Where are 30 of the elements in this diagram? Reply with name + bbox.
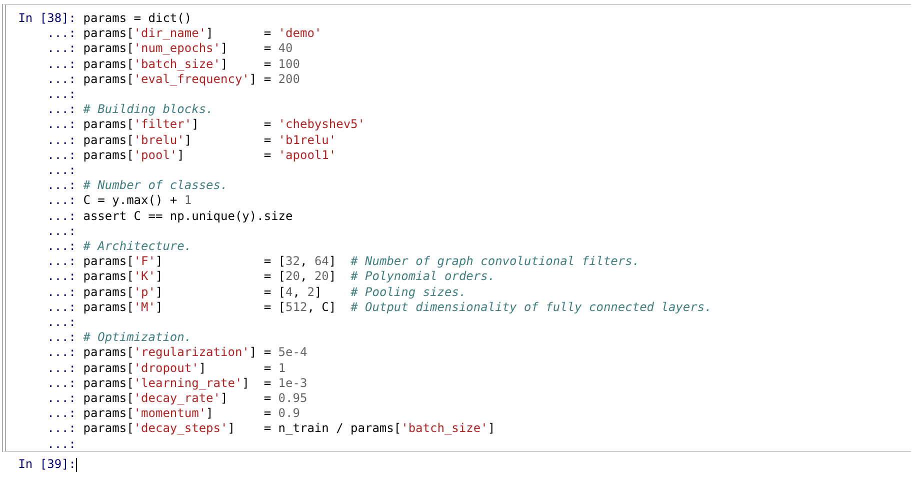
code-line: ...: bbox=[46, 436, 76, 452]
code-line: ...: params['filter'] = 'chebyshev5' bbox=[46, 117, 365, 133]
code-line: ...: params['eval_frequency'] = 200 bbox=[46, 72, 300, 88]
code-line: ...: params['batch_size'] = 100 bbox=[46, 56, 300, 72]
code-line: ...: params['M'] = [512, C] # Output dimensionality of fully connected layers. bbox=[46, 300, 712, 316]
code-line: ...: params['momentum'] = 0.9 bbox=[46, 406, 300, 422]
code-line: ...: params['K'] = [20, 20] # Polynomial orders. bbox=[46, 269, 496, 285]
input-prompt: In [39]: bbox=[17, 457, 76, 472]
code-line: ...: assert C == np.unique(y).size bbox=[46, 208, 293, 224]
code-line: ...: params['pool'] = 'apool1' bbox=[46, 148, 336, 164]
code-line: ...: params['brelu'] = 'b1relu' bbox=[46, 132, 336, 148]
code-line: ...: bbox=[46, 163, 76, 178]
code-line: ...: params['p'] = [4, 2] # Pooling sizes. bbox=[46, 284, 466, 300]
code-line: ...: params['dropout'] = 1 bbox=[46, 360, 286, 376]
code-line: ...: C = y.max() + 1 bbox=[46, 193, 192, 209]
code-line: ...: bbox=[46, 224, 76, 240]
code-line: ...: bbox=[46, 315, 76, 330]
code-line: ...: params['decay_rate'] = 0.95 bbox=[46, 391, 308, 406]
code-line: ...: # Number of classes. bbox=[46, 178, 228, 194]
code-line: ...: params['num_epochs'] = 40 bbox=[46, 41, 293, 57]
code-line: ...: # Building blocks. bbox=[46, 102, 214, 118]
input-prompt: In [38]: params = dict() bbox=[17, 11, 192, 26]
code-line: ...: bbox=[46, 87, 76, 102]
code-line: ...: params['regularization'] = 5e-4 bbox=[46, 345, 308, 361]
code-line: ...: params['learning_rate'] = 1e-3 bbox=[46, 376, 308, 392]
code-line: ...: params['decay_steps'] = n_train / params['batch_size'] bbox=[46, 421, 496, 437]
code-line: ...: params['F'] = [32, 64] # Number of graph convolutional filters. bbox=[46, 254, 640, 270]
code-line: ...: params['dir_name'] = 'demo' bbox=[46, 26, 322, 42]
code-line: ...: # Architecture. bbox=[46, 239, 192, 254]
code-line: ...: # Optimization. bbox=[46, 330, 192, 346]
